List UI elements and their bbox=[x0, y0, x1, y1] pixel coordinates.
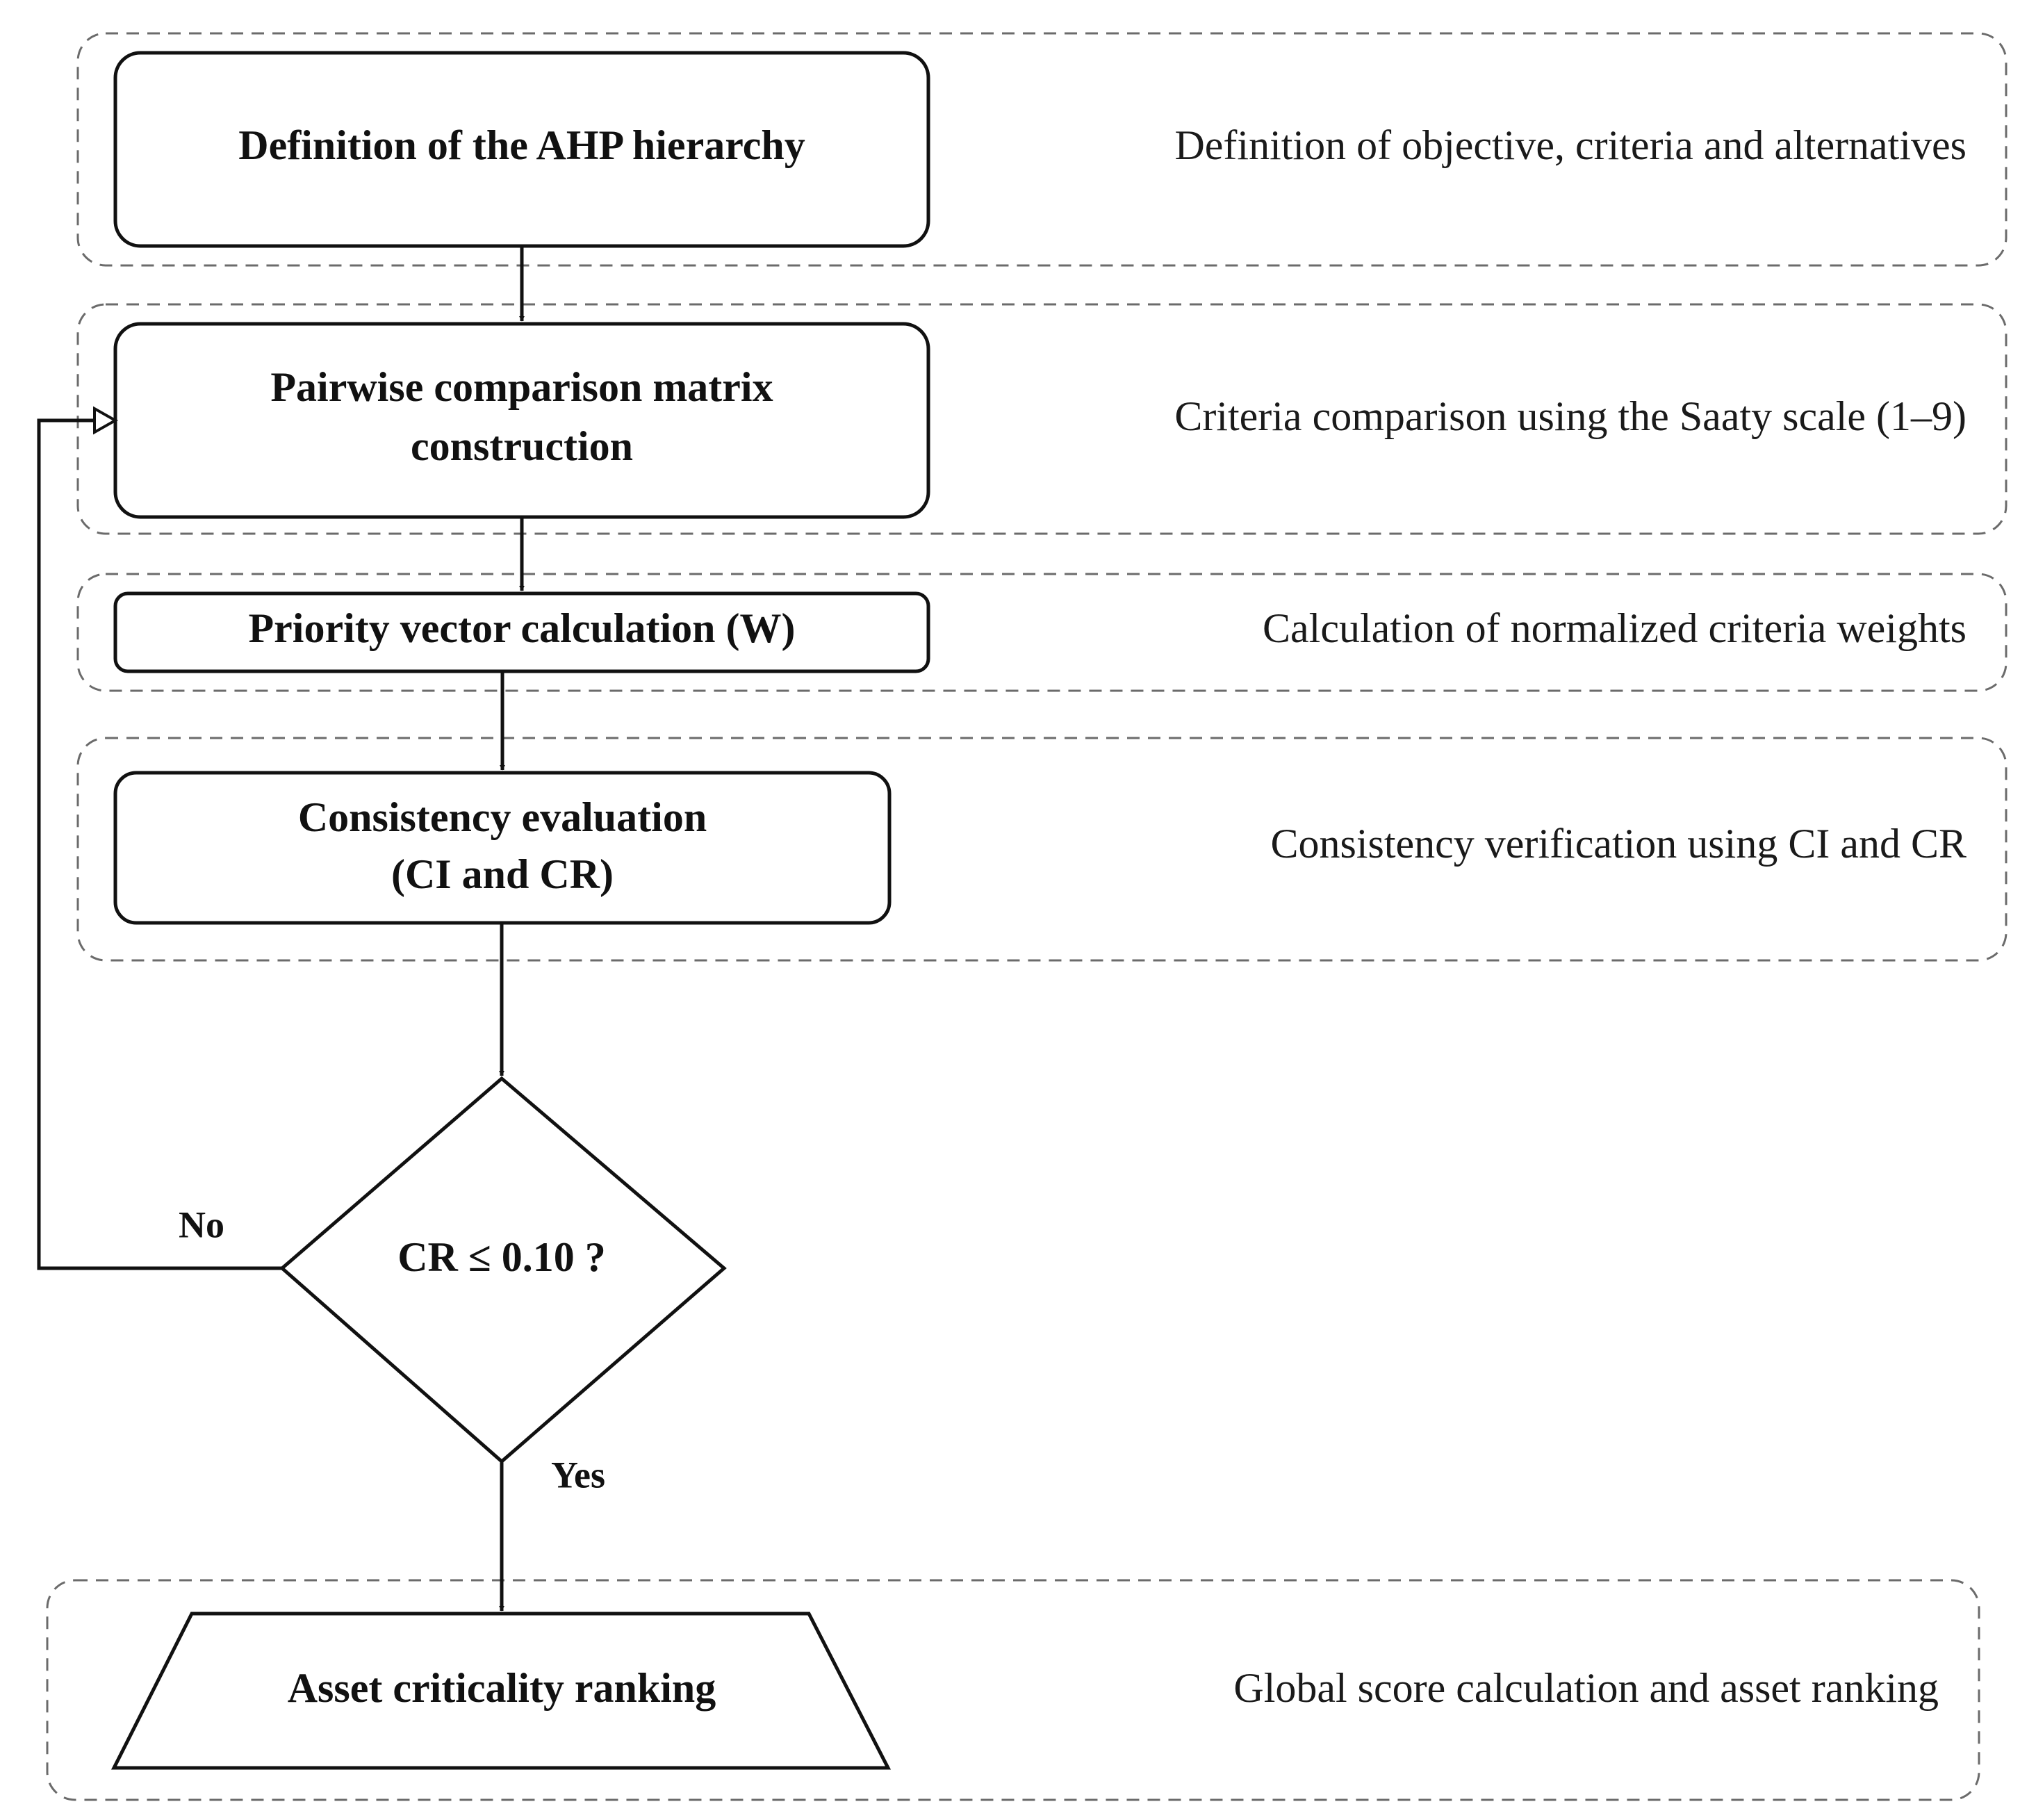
pairwise-box bbox=[113, 322, 930, 519]
hierarchy-note: Definition of objective, criteria and al… bbox=[1174, 122, 1966, 168]
ranking-trapezoid bbox=[110, 1612, 892, 1770]
group-frame-priority bbox=[76, 573, 2007, 692]
consistency-label-line1: Consistency evaluation bbox=[298, 794, 707, 840]
pairwise-note: Criteria comparison using the Saaty scal… bbox=[1174, 393, 1966, 439]
priority-note: Calculation of normalized criteria weigh… bbox=[1263, 605, 1966, 651]
priority-box bbox=[113, 591, 930, 673]
consistency-note: Consistency verification using CI and CR bbox=[1270, 821, 1966, 867]
priority-label: Priority vector calculation (W) bbox=[249, 605, 796, 651]
decision-label: CR ≤ 0.10 ? bbox=[397, 1234, 606, 1280]
ranking-label: Asset criticality ranking bbox=[288, 1665, 716, 1711]
feedback-loop-no bbox=[37, 418, 282, 1270]
decision-no-label: No bbox=[179, 1204, 224, 1245]
consistency-label-line2: (CI and CR) bbox=[391, 851, 614, 897]
feedback-arrowhead-open bbox=[93, 406, 119, 435]
decision-yes-label: Yes bbox=[551, 1454, 605, 1495]
group-frame-ranking bbox=[46, 1579, 1980, 1801]
ranking-note: Global score calculation and asset ranki… bbox=[1233, 1665, 1939, 1711]
pairwise-label-line1: Pairwise comparison matrix bbox=[270, 364, 773, 410]
pairwise-label-line2: construction bbox=[411, 423, 633, 469]
group-frame-hierarchy bbox=[76, 32, 2007, 267]
hierarchy-label: Definition of the AHP hierarchy bbox=[238, 122, 805, 168]
